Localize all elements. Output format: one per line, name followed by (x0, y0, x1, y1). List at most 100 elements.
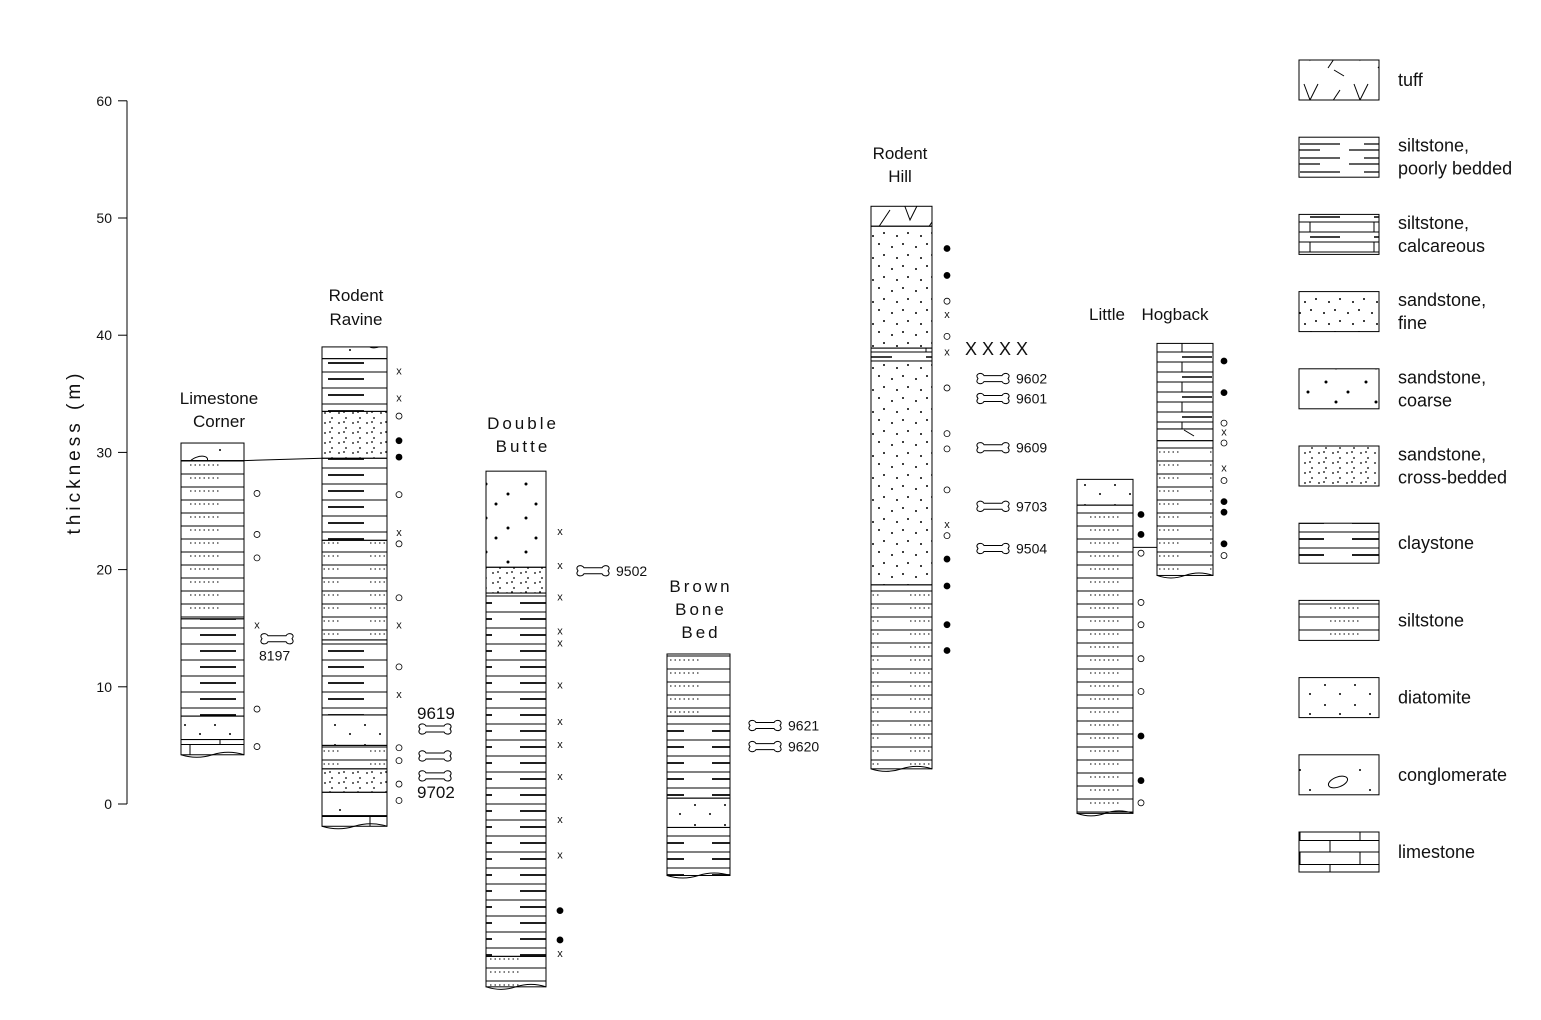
layer-tuff (870, 205, 933, 227)
layer-siltstone (666, 653, 731, 717)
marker-open-circle (1137, 655, 1145, 663)
legend-label: sandstone, (1398, 445, 1486, 465)
layer-claystone (666, 826, 731, 876)
layer-siltstone (321, 539, 388, 641)
column-little: Little (1076, 305, 1145, 817)
layer-sandstone-coarse (485, 470, 547, 568)
legend-label: cross-bedded (1398, 468, 1507, 488)
layer-conglomerate (321, 791, 388, 817)
legend-label: calcareous (1398, 236, 1485, 256)
marker-x: x (557, 526, 563, 538)
legend-swatch (1298, 677, 1380, 719)
axis-tick-label: 30 (96, 444, 112, 460)
column-title: Ravine (330, 310, 383, 329)
layer-diatomite (180, 715, 245, 741)
legend-swatch (1298, 368, 1380, 410)
legend-label: siltstone, (1398, 136, 1469, 156)
marker-open-circle (395, 491, 403, 498)
legend-label: siltstone (1398, 610, 1464, 630)
legend-label: tuff (1398, 70, 1424, 90)
legend-swatch (1298, 831, 1380, 873)
marker-filled-dot (395, 453, 403, 461)
marker-open-circle (1220, 419, 1228, 427)
column-title: Rodent (329, 286, 384, 305)
marker-filled-dot (943, 582, 951, 590)
marker-filled-dot (395, 437, 403, 445)
column-title: Brown (669, 577, 732, 596)
legend-swatch (1298, 754, 1380, 796)
column-base (180, 751, 245, 758)
marker-open-circle (253, 531, 261, 538)
marker-open-circle (395, 594, 403, 602)
layer-diatomite (321, 714, 388, 746)
layer-siltstone (180, 460, 245, 620)
marker-x: x (396, 365, 402, 377)
marker-open-circle (395, 663, 403, 671)
bone-fossil-icon (576, 565, 610, 577)
layer-tuff (1156, 428, 1214, 442)
axis-tick-label: 20 (96, 562, 112, 578)
marker-filled-dot (1137, 777, 1145, 784)
legend-label: claystone (1398, 533, 1474, 553)
layer-diatomite (1076, 478, 1134, 506)
marker-x: x (1221, 426, 1227, 438)
marker-x: x (557, 716, 563, 728)
marker-open-circle (253, 705, 261, 713)
marker-x: x (557, 849, 563, 861)
bone-fossil-icon (976, 542, 1010, 555)
column-title: Hill (888, 167, 912, 186)
marker-x: x (396, 527, 402, 539)
bone-fossil-icon (418, 770, 452, 782)
marker-open-circle (1220, 439, 1228, 447)
column-title: Butte (496, 437, 551, 456)
column-title: Rodent (873, 144, 928, 163)
fossil-locality-label: 9620 (788, 739, 819, 755)
fossil-locality-label: 9703 (1016, 498, 1047, 514)
marker-x: x (557, 679, 563, 691)
marker-open-circle (943, 297, 951, 305)
legend-swatch (1298, 522, 1380, 564)
legend-item-tuff: tuff (1298, 59, 1424, 101)
bone-fossil-icon (748, 719, 782, 732)
legend-item-siltstone: siltstone (1298, 599, 1464, 641)
layer-claystone (666, 715, 731, 799)
layer-sandstone-fine (870, 225, 933, 349)
column-base (321, 823, 388, 830)
marker-open-circle (1137, 688, 1145, 695)
marker-open-circle (1137, 599, 1145, 606)
column-title: Corner (193, 412, 245, 431)
column-title: Bed (681, 623, 720, 642)
layer-sandstone-cross (321, 410, 388, 459)
marker-x: x (557, 560, 563, 572)
fossil-locality-label: 9601 (1016, 390, 1047, 406)
column-title: Little (1089, 305, 1125, 324)
legend-label: siltstone, (1398, 213, 1469, 233)
legend-swatch (1298, 213, 1380, 255)
marker-filled-dot (1220, 357, 1228, 365)
marker-open-circle (1220, 552, 1228, 559)
axis-tick-label: 10 (96, 679, 112, 695)
marker-open-circle (1137, 549, 1145, 557)
fossil-locality-label: 9621 (788, 717, 819, 733)
marker-open-circle (395, 797, 403, 804)
legend-item-claystone: claystone (1298, 522, 1474, 564)
fossil-locality-label: 9602 (1016, 371, 1047, 387)
layer-claystone (180, 618, 245, 717)
bone-fossil-icon (976, 392, 1010, 405)
marker-open-circle (253, 554, 261, 562)
bone-fossil-icon (418, 750, 452, 762)
marker-open-circle (253, 490, 261, 497)
marker-x: x (557, 626, 563, 638)
layer-claystone (321, 639, 388, 716)
bone-fossil-icon (976, 500, 1010, 512)
legend-label: diatomite (1398, 688, 1471, 708)
marker-filled-dot (556, 936, 564, 944)
fossil-locality-label: 9702 (417, 783, 455, 802)
marker-open-circle (395, 757, 403, 765)
legend-swatch (1298, 291, 1380, 333)
